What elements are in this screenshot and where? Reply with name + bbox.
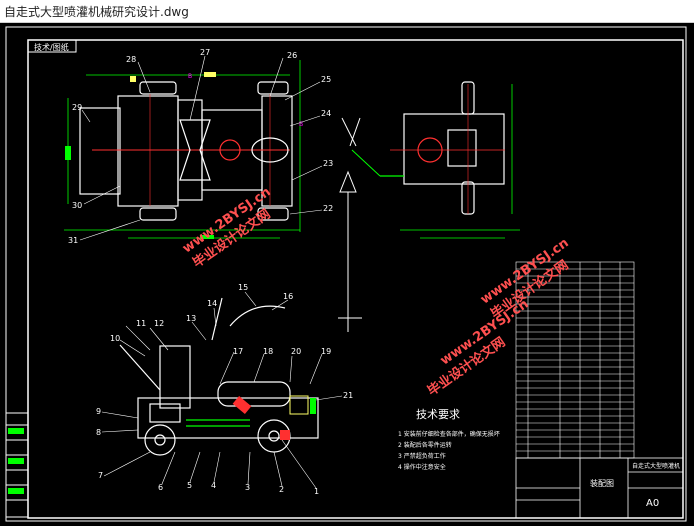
label-25: 25 <box>321 75 331 84</box>
svg-text:B: B <box>299 121 303 128</box>
tech-requirements: 技术要求 1 安装前仔细检查各部件，确保无损坏 2 装配后各零件运转 3 严禁超… <box>398 408 500 471</box>
label-30: 30 <box>72 201 82 210</box>
title-block-name: 自走式大型喷灌机 <box>632 462 680 470</box>
label-1: 1 <box>314 487 319 496</box>
label-14: 14 <box>207 299 217 308</box>
window-title: 自走式大型喷灌机械研究设计.dwg <box>4 5 189 19</box>
label-21: 21 <box>343 391 353 400</box>
label-11: 11 <box>136 319 146 328</box>
label-17: 17 <box>233 347 243 356</box>
tech-req-item-4: 4 操作中注意安全 <box>398 463 446 471</box>
label-31: 31 <box>68 236 78 245</box>
revision-table <box>5 412 29 518</box>
side-view[interactable]: 15 14 16 12 13 11 10 17 18 20 19 21 9 8 … <box>96 283 353 496</box>
label-23: 23 <box>323 159 333 168</box>
label-18: 18 <box>263 347 273 356</box>
cad-viewport[interactable]: 技术/图纸 <box>0 23 694 526</box>
label-20: 20 <box>291 347 301 356</box>
label-9: 9 <box>96 407 101 416</box>
stamp-box: 技术/图纸 <box>27 39 77 53</box>
label-19: 19 <box>321 347 331 356</box>
top-view[interactable]: B B 27 26 28 25 24 29 23 30 22 31 <box>64 48 333 245</box>
label-8: 8 <box>96 428 101 437</box>
title-block: 自走式大型喷灌机 装配图 A0 <box>515 457 684 519</box>
label-6: 6 <box>158 483 163 492</box>
stamp-text: 技术/图纸 <box>34 42 69 52</box>
label-13: 13 <box>186 314 196 323</box>
label-24: 24 <box>321 109 331 118</box>
tech-req-item-2: 2 装配后各零件运转 <box>398 441 452 449</box>
section-arrow <box>338 117 381 332</box>
label-2: 2 <box>279 485 284 494</box>
svg-text:B: B <box>188 73 192 80</box>
tech-req-item-3: 3 严禁超负荷工作 <box>398 452 446 460</box>
drawing-border <box>5 26 687 522</box>
label-4: 4 <box>211 481 216 490</box>
window-titlebar: 自走式大型喷灌机械研究设计.dwg <box>0 0 694 23</box>
label-15: 15 <box>238 283 248 292</box>
end-view[interactable] <box>380 81 520 239</box>
label-16: 16 <box>283 292 293 301</box>
label-22: 22 <box>323 204 333 213</box>
watermark-3: www.2BYSJ.cn 毕业设计论文网 <box>425 297 532 400</box>
label-26: 26 <box>287 51 297 60</box>
watermark-1: www.2BYSJ.cn 毕业设计论文网 <box>180 185 274 272</box>
tech-req-item-1: 1 安装前仔细检查各部件，确保无损坏 <box>398 430 500 438</box>
label-29: 29 <box>72 103 82 112</box>
label-28: 28 <box>126 55 136 64</box>
title-block-sheet-size: A0 <box>646 498 659 509</box>
label-12: 12 <box>154 319 164 328</box>
label-7: 7 <box>98 471 103 480</box>
label-27: 27 <box>200 48 210 57</box>
tech-req-heading: 技术要求 <box>416 408 460 421</box>
label-5: 5 <box>187 481 192 490</box>
label-3: 3 <box>245 483 250 492</box>
label-10: 10 <box>110 334 120 343</box>
title-block-drawing-label: 装配图 <box>590 478 614 488</box>
